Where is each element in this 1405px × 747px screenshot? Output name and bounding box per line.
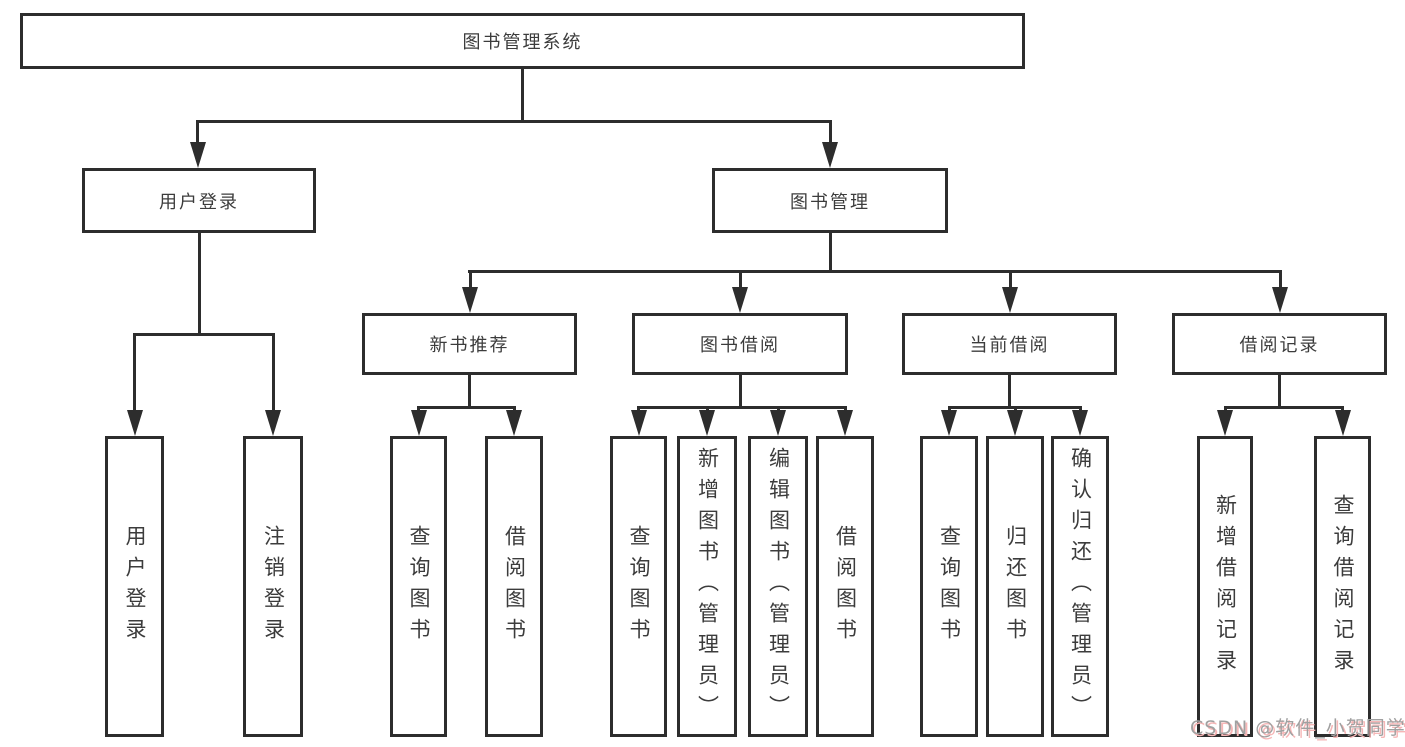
arrow-down-icon [631, 410, 647, 436]
node-borrow-records: 借阅记录 [1172, 313, 1387, 375]
node-label: 图书管理 [790, 191, 870, 213]
edge-drop [777, 406, 780, 412]
edge-recommend-bar [417, 406, 516, 409]
node-label: 新增图书（管理员） [695, 447, 720, 726]
node-leaf-logout: 注销登录 [243, 436, 303, 737]
edge-drop [1341, 406, 1344, 412]
node-leaf-add-book-admin: 新增图书（管理员） [677, 436, 737, 737]
node-label: 借阅图书 [833, 524, 858, 649]
node-label: 图书管理系统 [462, 32, 583, 53]
node-new-book-recommend: 新书推荐 [362, 313, 577, 375]
edge-borrow-bar [637, 406, 847, 409]
edge-drop [706, 406, 709, 412]
arrow-down-icon [941, 410, 957, 436]
edge-drop [1014, 406, 1017, 412]
arrow-down-icon [699, 410, 715, 436]
arrow-down-icon [1002, 287, 1018, 313]
node-book-management: 图书管理 [712, 168, 948, 233]
node-leaf-query-borrow-record: 查询借阅记录 [1314, 436, 1371, 737]
edge-records-bar [1224, 406, 1344, 409]
arrow-down-icon [506, 410, 522, 436]
arrow-down-icon [190, 142, 206, 168]
node-label: 注销登录 [261, 524, 286, 649]
arrow-down-icon [822, 142, 838, 168]
edge-root-bar [196, 120, 832, 123]
node-label: 查询图书 [937, 524, 962, 649]
node-label: 归还图书 [1003, 524, 1028, 649]
node-label: 查询图书 [627, 524, 651, 649]
node-label: 编辑图书（管理员） [766, 447, 791, 726]
arrow-down-icon [837, 410, 853, 436]
edge-drop [133, 333, 136, 410]
edge-root-stem [521, 69, 524, 120]
edge-current-stem [1008, 375, 1011, 408]
arrow-down-icon [1072, 410, 1088, 436]
node-leaf-query-books-current: 查询图书 [920, 436, 978, 737]
node-label: 用户登录 [123, 524, 147, 649]
node-label: 借阅图书 [502, 524, 527, 649]
arrow-down-icon [127, 410, 143, 436]
node-leaf-edit-book-admin: 编辑图书（管理员） [748, 436, 808, 737]
edge-drop [196, 120, 199, 144]
node-leaf-query-books-recommend: 查询图书 [390, 436, 447, 737]
node-leaf-borrow-books-recommend: 借阅图书 [485, 436, 543, 737]
node-leaf-borrow-books: 借阅图书 [816, 436, 874, 737]
node-leaf-user-login: 用户登录 [105, 436, 164, 737]
node-leaf-return-books: 归还图书 [986, 436, 1044, 737]
edge-drop [1279, 270, 1282, 287]
node-book-borrow: 图书借阅 [632, 313, 848, 375]
arrow-down-icon [1007, 410, 1023, 436]
node-label: 确认归还（管理员） [1068, 447, 1093, 726]
arrow-down-icon [1272, 287, 1288, 313]
edge-drop [1009, 270, 1012, 287]
watermark: CSDN @软件_小贺同学 [1190, 717, 1405, 739]
arrow-down-icon [732, 287, 748, 313]
arrow-down-icon [462, 287, 478, 313]
edge-recommend-stem [468, 375, 471, 408]
arrow-down-icon [1335, 410, 1351, 436]
edge-drop [844, 406, 847, 412]
node-user-login: 用户登录 [82, 168, 316, 233]
arrow-down-icon [411, 410, 427, 436]
edge-drop [513, 406, 516, 412]
edge-borrow-stem [739, 375, 742, 408]
node-leaf-query-books-borrow: 查询图书 [610, 436, 667, 737]
node-label: 查询借阅记录 [1331, 493, 1355, 680]
edge-drop [272, 333, 275, 410]
edge-book-mgmt-bar [468, 270, 1282, 273]
edge-drop [739, 270, 742, 287]
edge-user-login-stem [198, 233, 201, 333]
arrow-down-icon [265, 410, 281, 436]
node-label: 图书借阅 [700, 335, 780, 356]
edge-drop [1079, 406, 1082, 412]
node-label: 借阅记录 [1239, 335, 1320, 356]
edge-drop [1224, 406, 1227, 412]
node-current-borrow: 当前借阅 [902, 313, 1117, 375]
edge-drop [948, 406, 951, 412]
node-label: 当前借阅 [969, 335, 1050, 356]
edge-book-mgmt-stem [829, 233, 832, 272]
arrow-down-icon [1217, 410, 1233, 436]
node-library-management-system: 图书管理系统 [20, 13, 1025, 69]
edge-user-login-bar [133, 333, 275, 336]
node-label: 新增借阅记录 [1213, 493, 1238, 680]
edge-drop [829, 120, 832, 144]
node-leaf-confirm-return-admin: 确认归还（管理员） [1051, 436, 1109, 737]
node-label: 查询图书 [407, 524, 431, 649]
arrow-down-icon [770, 410, 786, 436]
node-leaf-add-borrow-record: 新增借阅记录 [1197, 436, 1253, 737]
edge-drop [637, 406, 640, 412]
edge-drop [417, 406, 420, 412]
edge-drop [469, 270, 472, 287]
node-label: 用户登录 [159, 191, 239, 213]
node-label: 新书推荐 [429, 335, 510, 356]
edge-records-stem [1278, 375, 1281, 408]
